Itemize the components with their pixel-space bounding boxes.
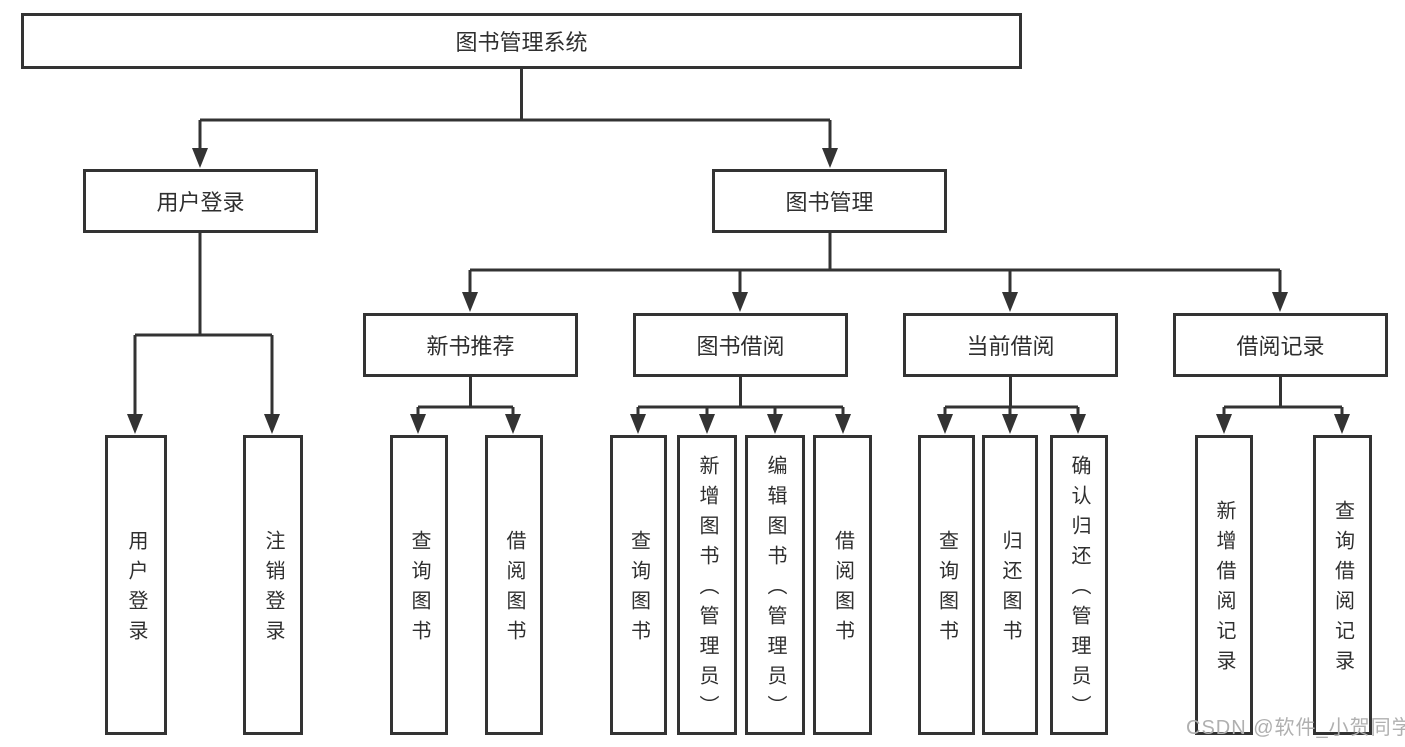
leaf-nbr-query-books: 查询图书 [390,435,448,735]
leaf-br-query-record: 查询借阅记录 [1313,435,1372,735]
node-root-system: 图书管理系统 [21,13,1022,69]
leaf-user-login: 用户登录 [105,435,167,735]
leaf-label: 查询借阅记录 [1331,500,1354,680]
leaf-nbr-borrow-books: 借阅图书 [485,435,543,735]
node-user-login-module: 用户登录 [83,169,318,233]
leaf-bb-edit-books-admin: 编辑图书（管理员） [745,435,805,735]
leaf-label: 借阅图书 [503,530,525,650]
node-book-borrowing: 图书借阅 [633,313,848,377]
node-book-management-module: 图书管理 [712,169,947,233]
leaf-cb-query-books: 查询图书 [918,435,975,735]
leaf-label: 确认归还（管理员） [1068,455,1090,725]
arrowhead-icons [127,148,1350,434]
leaf-bb-borrow-books: 借阅图书 [813,435,872,735]
leaf-label: 新增借阅记录 [1213,500,1235,680]
leaf-label: 编辑图书（管理员） [764,455,786,725]
leaf-br-add-record: 新增借阅记录 [1195,435,1253,735]
node-new-book-recommend: 新书推荐 [363,313,578,377]
leaf-label: 新增图书（管理员） [696,455,718,725]
leaf-cb-confirm-return-admin: 确认归还（管理员） [1050,435,1108,735]
leaf-bb-query-books: 查询图书 [610,435,667,735]
leaf-label: 归还图书 [999,530,1021,650]
leaf-cb-return-books: 归还图书 [982,435,1038,735]
leaf-label: 查询图书 [627,530,650,650]
csdn-watermark: CSDN @软件_小贺同学 [1186,717,1405,739]
leaf-bb-add-books-admin: 新增图书（管理员） [677,435,737,735]
node-borrowing-records: 借阅记录 [1173,313,1388,377]
leaf-label: 查询图书 [408,530,430,650]
leaf-label: 用户登录 [125,530,147,650]
leaf-logout: 注销登录 [243,435,303,735]
leaf-label: 借阅图书 [831,530,854,650]
node-current-borrowing: 当前借阅 [903,313,1118,377]
leaf-label: 注销登录 [262,530,284,650]
leaf-label: 查询图书 [935,530,958,650]
